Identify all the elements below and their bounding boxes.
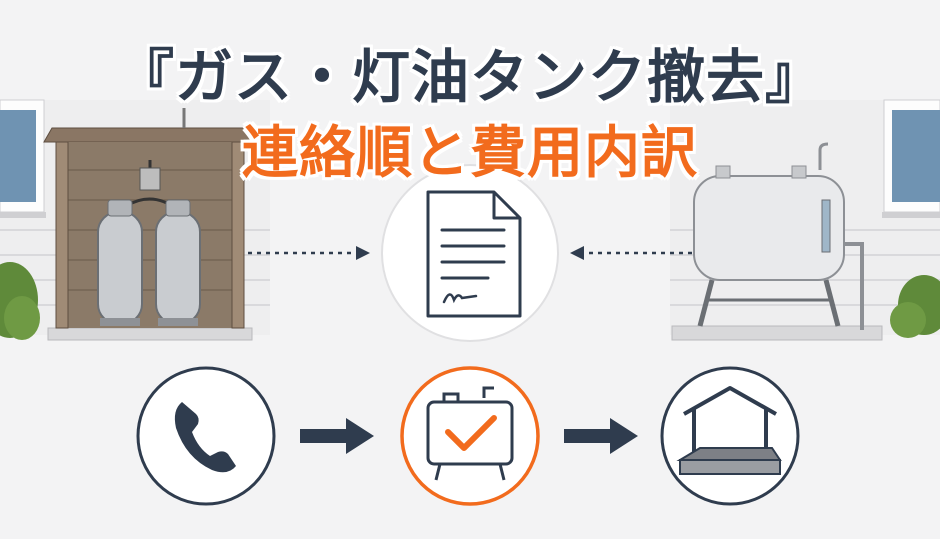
concrete-base-icon (660, 366, 800, 506)
kerosene-tank-illustration (671, 142, 883, 341)
dotted-arrow-left (248, 246, 370, 260)
page-subtitle: 連絡順と費用内訳 (242, 121, 698, 186)
document-signature-icon (381, 164, 559, 342)
left-bush (0, 262, 40, 340)
tank-checkmark-icon (400, 366, 540, 506)
page-title: 『ガス・灯油タンク撤去』 (115, 43, 824, 111)
dotted-arrow-right (570, 246, 692, 260)
phone-icon (136, 366, 276, 506)
right-bush (890, 275, 940, 338)
gas-cylinder-illustration (43, 108, 257, 341)
flow-arrow-2 (564, 418, 638, 454)
flow-arrow-1 (300, 418, 374, 454)
